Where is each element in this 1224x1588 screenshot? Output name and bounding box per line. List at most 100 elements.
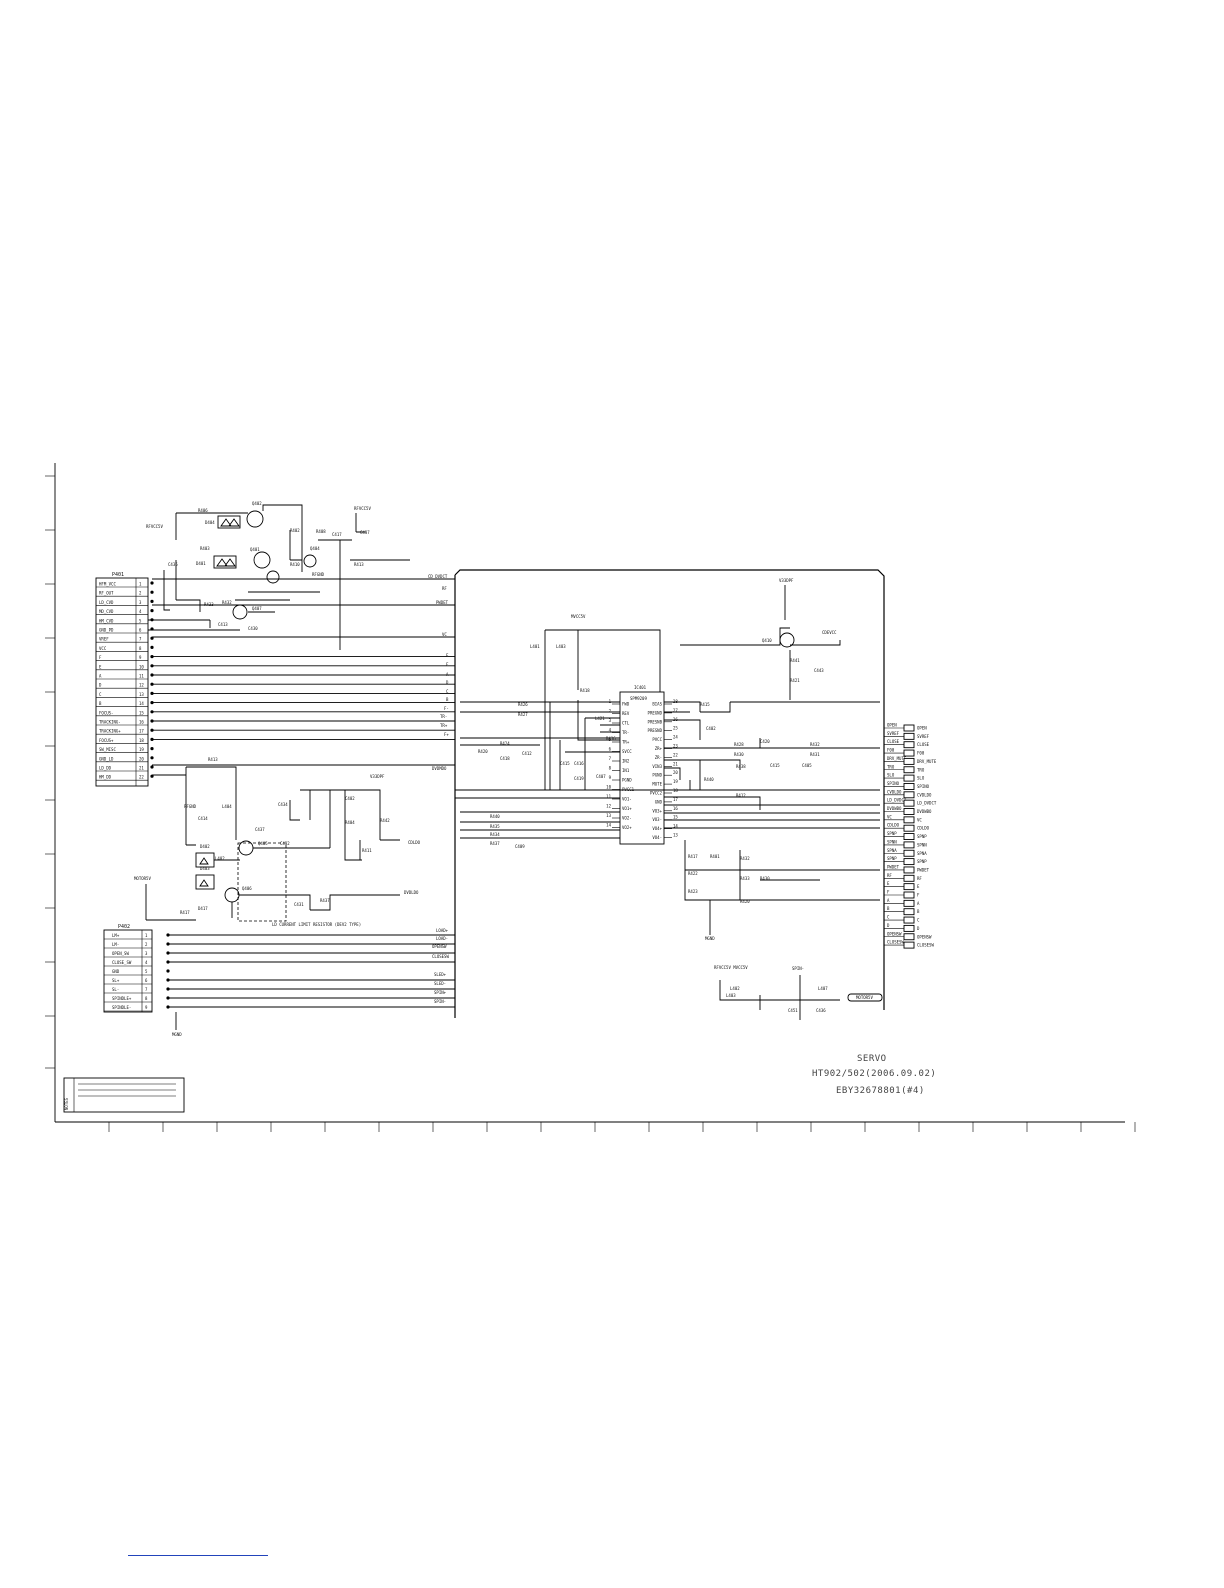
svg-text:D401: D401 (196, 561, 206, 566)
right-net-out: F (917, 893, 920, 898)
right-net-labels: OPENOPENSVREFSVREFCLOSECLOSEF00F00DRV_MU… (884, 723, 937, 949)
svg-text:C443: C443 (814, 668, 824, 673)
svg-text:7: 7 (609, 756, 612, 761)
p402-pin-num: 4 (145, 960, 148, 965)
svg-text:R433: R433 (204, 602, 214, 607)
p401-pin-num: 10 (139, 664, 144, 669)
svg-text:Q407: Q407 (252, 606, 262, 611)
svg-text:R423: R423 (688, 889, 698, 894)
svg-text:15: 15 (673, 815, 678, 820)
svg-text:C418: C418 (500, 756, 510, 761)
bus-net-label: DVDLDO (404, 890, 419, 895)
svg-text:L407: L407 (818, 986, 828, 991)
svg-text:D402: D402 (200, 844, 210, 849)
p401-pin-3: LD_CVD (99, 600, 114, 605)
p402-pin-num: 5 (145, 969, 148, 974)
p402-pin-1: LM+ (112, 933, 120, 938)
p402-bus-wires (168, 934, 455, 1008)
ic401-pin-23: ZR+ (655, 746, 663, 751)
motor5v-left: MOTOR5V (134, 876, 151, 881)
svg-text:11: 11 (606, 794, 611, 799)
svg-text:R416: R416 (606, 736, 616, 741)
svg-text:28: 28 (673, 699, 678, 704)
svg-text:R413: R413 (208, 757, 218, 762)
ic401-pin-20: PGND (652, 773, 662, 778)
svg-text:R415: R415 (700, 702, 710, 707)
ic401-part: SPM9209 (630, 696, 647, 701)
p401-pin-num: 21 (139, 766, 144, 771)
p401-pin-4: MD_CVD (99, 609, 114, 614)
sheet-frame (45, 463, 1136, 1132)
p401-pin-num: 12 (139, 683, 144, 688)
svg-text:R434: R434 (490, 832, 500, 837)
svg-text:C413: C413 (218, 622, 228, 627)
right-net-in: TRO (887, 764, 895, 769)
svg-text:C436: C436 (168, 562, 178, 567)
svg-text:22: 22 (673, 752, 678, 757)
ld-current-note: LD CURRENT LIMIT RESISTOR (DEV2 TYPE) (272, 922, 361, 927)
p401-pin-num: 6 (139, 628, 142, 633)
right-net-out: SPINO (917, 784, 930, 789)
right-net-in: DRV_MUTE (887, 756, 907, 761)
bus-net-label: LOAD+ (436, 928, 449, 933)
right-net-in: F00 (887, 748, 895, 753)
svg-text:C409: C409 (515, 844, 525, 849)
footer-link-underline[interactable] (128, 1555, 268, 1556)
svg-text:D417: D417 (198, 906, 208, 911)
svg-text:Q401: Q401 (250, 547, 260, 552)
svg-text:R440: R440 (490, 814, 500, 819)
svg-text:13: 13 (673, 833, 678, 838)
ic401-pin-12: VO1+ (622, 806, 632, 811)
ic401-pin-10: PVCC1 (622, 787, 635, 792)
p401-pin-num: 20 (139, 756, 144, 761)
p401-pin-num: 13 (139, 692, 144, 697)
p401-pin-num: 2 (139, 591, 142, 596)
right-net-in: SLO (887, 773, 895, 778)
svg-text:R401: R401 (710, 854, 720, 859)
right-net-out: SLO (917, 776, 925, 781)
right-net-out: D (917, 926, 920, 931)
right-net-in: SPNP (887, 831, 897, 836)
svg-text:C405: C405 (802, 763, 812, 768)
svg-text:25: 25 (673, 726, 678, 731)
right-net-in: VC (887, 814, 892, 819)
right-net-in: B (887, 906, 890, 911)
motor5v-bottom: SPIN- (792, 966, 804, 971)
p402-pin-2: LM- (112, 942, 119, 947)
svg-text:23: 23 (673, 744, 678, 749)
right-net-out: SPNA (917, 851, 927, 856)
right-net-out: DRV_MUTE (917, 759, 937, 764)
svg-text:R408: R408 (316, 529, 326, 534)
svg-text:Q402: Q402 (252, 501, 262, 506)
svg-text:C436: C436 (816, 1008, 826, 1013)
svg-text:C402: C402 (706, 726, 716, 731)
p401-pin-num: 5 (139, 618, 142, 623)
svg-text:Q405: Q405 (258, 841, 268, 846)
bus-net-label: LOAD- (436, 936, 448, 941)
right-net-in: DVDWBO (887, 806, 902, 811)
right-net-in: RF (887, 873, 892, 878)
right-net-out: OPEN (917, 726, 927, 731)
svg-text:R417: R417 (688, 854, 698, 859)
bus-net-label: TR+ (440, 723, 448, 728)
svg-text:C407: C407 (596, 774, 606, 779)
right-net-out: LD_DVDCT (917, 801, 937, 806)
p401-pin-num: 18 (139, 738, 144, 743)
svg-text:2: 2 (609, 709, 612, 714)
svg-text:C420: C420 (760, 739, 770, 744)
p401-pin-9: F (99, 655, 102, 660)
svg-text:14: 14 (606, 823, 611, 828)
svg-text:13: 13 (606, 813, 611, 818)
right-net-out: B (917, 909, 920, 914)
right-net-out: CLOSESW (917, 943, 934, 948)
p401-pin-20: GND_LD (99, 756, 114, 761)
svg-text:L401: L401 (530, 644, 540, 649)
right-net-in: SPNN (887, 839, 897, 844)
svg-text:Q410: Q410 (762, 638, 772, 643)
bus-net-label: D (446, 680, 449, 685)
ic401-pin-21: VIN3 (652, 764, 662, 769)
svg-text:L421: L421 (595, 716, 605, 721)
right-net-out: OPENSW (917, 934, 932, 939)
